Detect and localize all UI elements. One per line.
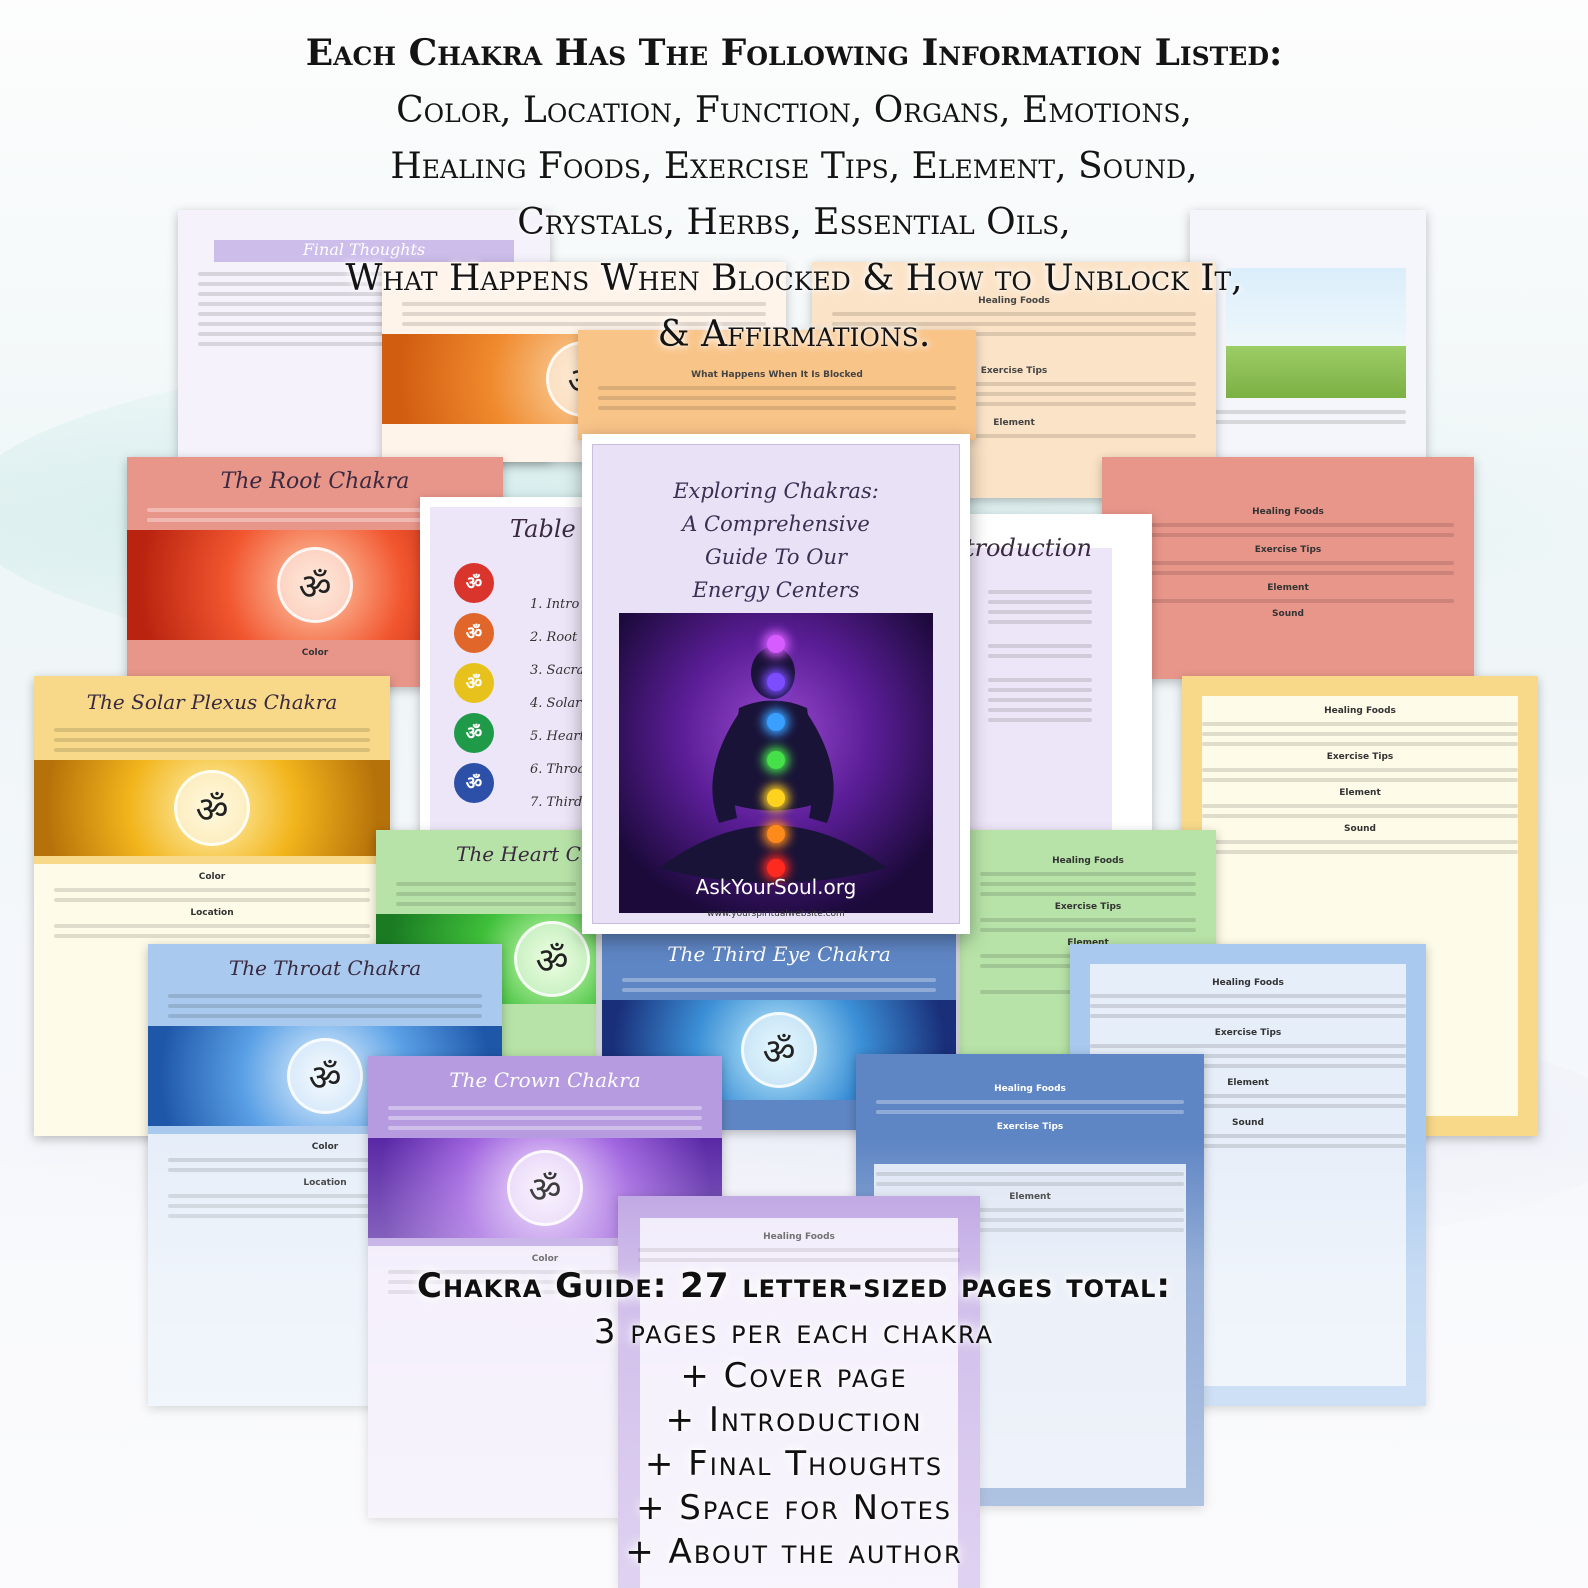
header-line: Color, Location, Function, Organs, Emoti… — [396, 90, 1192, 131]
header-line: & Affirmations. — [657, 314, 931, 355]
cover-title: Exploring Chakras: A Comprehensive Guide… — [593, 475, 959, 607]
section-healing-foods: Healing Foods — [978, 296, 1050, 306]
throat-chakra-dot — [767, 713, 785, 731]
header-line: Crystals, Herbs, Essential Oils, — [517, 202, 1071, 243]
solar-chakra-dot — [767, 789, 785, 807]
page-title: Final Thoughts — [302, 240, 426, 259]
section-exercise-tips: Exercise Tips — [1326, 752, 1394, 762]
page-introduction: Introduction — [968, 514, 1152, 834]
cover-title-line: Energy Centers — [692, 578, 860, 602]
heart-symbol-icon: ॐ — [514, 921, 590, 997]
footer-title: Chakra Guide: 27 letter-sized pages tota… — [417, 1266, 1171, 1306]
page-sacral-blocked: What Happens When It Is Blocked — [578, 330, 976, 440]
page-solar-foods: Healing Foods Exercise Tips Element Soun… — [1182, 676, 1538, 1136]
third-eye-symbol-icon: ॐ — [741, 1012, 817, 1088]
section-blocked: What Happens When It Is Blocked — [691, 370, 863, 380]
section-element: Element — [1227, 1078, 1269, 1088]
solar-art: ॐ — [34, 760, 390, 856]
header-line: Healing Foods, Exercise Tips, Element, S… — [390, 146, 1198, 187]
footer-line: + Space for Notes — [635, 1488, 953, 1528]
section-exercise-tips: Exercise Tips — [1254, 545, 1322, 555]
cover-title-line: Guide To Our — [704, 545, 848, 569]
section-healing-foods: Healing Foods — [1324, 706, 1396, 716]
section-exercise-tips: Exercise Tips — [980, 366, 1048, 376]
third-eye-chakra-dot — [767, 673, 785, 691]
solar-chakra-icon: ॐ — [454, 663, 494, 703]
section-healing-foods: Healing Foods — [1052, 856, 1124, 866]
cover-panel: Exploring Chakras: A Comprehensive Guide… — [592, 444, 960, 924]
cover-title-line: Exploring Chakras: — [673, 479, 879, 503]
brand-name: AskYourSoul.org — [695, 875, 857, 899]
page-notes — [1190, 210, 1426, 460]
section-healing-foods: Healing Foods — [994, 1084, 1066, 1094]
section-sound: Sound — [1232, 1118, 1264, 1128]
header-line: What Happens When Blocked & How to Unblo… — [345, 258, 1243, 299]
root-chakra-icon: ॐ — [454, 563, 494, 603]
page-title: The Solar Plexus Chakra — [86, 690, 338, 714]
header-title: Each Chakra Has The Following Informatio… — [305, 32, 1283, 74]
page-title: Introduction — [968, 534, 1092, 562]
section-element: Element — [993, 418, 1035, 428]
page-title: The Heart Chakra — [456, 842, 596, 866]
section-healing-foods: Healing Foods — [1212, 978, 1284, 988]
toc-item[interactable]: 1. Intro — [530, 597, 580, 612]
section-element: Element — [1339, 788, 1381, 798]
footer-line: 3 pages per each chakra — [593, 1312, 995, 1352]
section-sound: Sound — [1344, 824, 1376, 834]
footer-line: + About the author — [625, 1532, 963, 1572]
section-color: Color — [301, 648, 329, 658]
landscape-image — [1226, 268, 1406, 398]
section-exercise-tips: Exercise Tips — [1214, 1028, 1282, 1038]
toc-item[interactable]: 4. Solar — [530, 696, 582, 711]
section-exercise-tips: Exercise Tips — [996, 1122, 1064, 1132]
heart-chakra-dot — [767, 751, 785, 769]
toc-item[interactable]: 2. Root — [530, 630, 578, 645]
meditation-image: AskYourSoul.org — [619, 613, 933, 913]
page-title: The Root Chakra — [220, 469, 410, 494]
crown-chakra-dot — [767, 635, 785, 653]
root-symbol-icon: ॐ — [277, 547, 353, 623]
website-url: www.yourspiritualwebsite.com — [707, 909, 845, 919]
cover-page: Exploring Chakras: A Comprehensive Guide… — [582, 434, 970, 934]
section-color: Color — [198, 872, 226, 882]
page-title-bar — [214, 240, 514, 262]
toc-item[interactable]: 5. Heart — [530, 729, 585, 744]
sacral-chakra-icon: ॐ — [454, 613, 494, 653]
page-title: The Crown Chakra — [449, 1068, 641, 1092]
toc-item[interactable]: 7. Third — [530, 795, 583, 810]
throat-chakra-icon: ॐ — [454, 763, 494, 803]
section-healing-foods: Healing Foods — [1252, 507, 1324, 517]
sacral-chakra-dot — [767, 825, 785, 843]
section-element: Element — [1267, 583, 1309, 593]
footer-fade — [0, 1140, 1588, 1588]
toc-item[interactable]: 6. Throat — [530, 762, 591, 777]
root-chakra-dot — [767, 859, 785, 877]
section-exercise-tips: Exercise Tips — [1054, 902, 1122, 912]
heart-chakra-icon: ॐ — [454, 713, 494, 753]
solar-symbol-icon: ॐ — [174, 770, 250, 846]
page-title: The Third Eye Chakra — [667, 942, 891, 966]
footer-line: + Cover page — [680, 1356, 908, 1396]
cover-title-line: A Comprehensive — [682, 512, 870, 536]
footer-line: + Final Thoughts — [644, 1444, 944, 1484]
section-element: Element — [1067, 938, 1109, 948]
section-location: Location — [190, 908, 234, 918]
section-sound: Sound — [1272, 609, 1304, 619]
toc-item[interactable]: 3. Sacral — [530, 663, 589, 678]
footer-line: + Introduction — [665, 1400, 923, 1440]
throat-symbol-icon: ॐ — [287, 1038, 363, 1114]
page-title: The Throat Chakra — [228, 956, 422, 980]
page-root-foods: Healing Foods Exercise Tips Element Soun… — [1102, 457, 1474, 679]
